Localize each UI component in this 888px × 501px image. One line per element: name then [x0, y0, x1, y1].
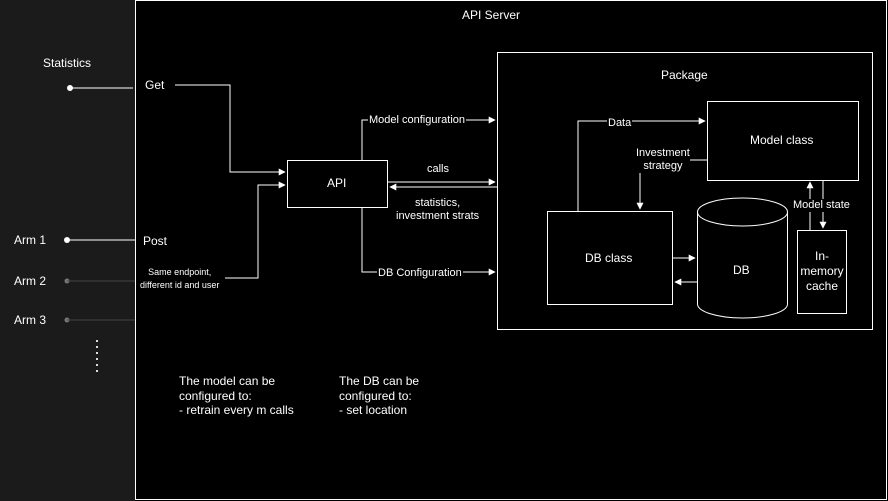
- post-edge: [225, 181, 286, 279]
- arm1-edge: [64, 237, 135, 243]
- same-endpoint-label: Same endpoint, different id and user: [140, 266, 220, 292]
- calls-label: calls: [427, 163, 450, 175]
- post-label: Post: [141, 234, 170, 249]
- more-arms-ellipsis: [96, 340, 98, 376]
- cache-label: In- memory cache: [800, 249, 844, 293]
- statistics-strats-label: statistics, investment strats: [396, 197, 480, 222]
- arm2-edge: [64, 278, 135, 284]
- investment-strategy-label: Investment strategy: [636, 147, 690, 173]
- arm-1-label: Arm 1: [14, 233, 47, 247]
- api-label: API: [327, 176, 347, 190]
- cache-node: [797, 230, 847, 314]
- package-title: Package: [661, 68, 708, 82]
- model-class-label: Model class: [750, 133, 814, 147]
- db-label: DB: [733, 263, 750, 277]
- api-server-title: API Server: [462, 8, 521, 22]
- model-configuration-label: Model configuration: [368, 114, 467, 128]
- package-container: [497, 52, 873, 330]
- statistics-label: Statistics: [43, 56, 92, 70]
- model-state-label: Model state: [792, 199, 851, 213]
- model-config-note: The model can be configured to: - retrai…: [179, 374, 294, 417]
- api-server-container: [135, 0, 887, 500]
- get-edge: [175, 84, 286, 176]
- db-class-label: DB class: [585, 251, 633, 265]
- data-edge: [577, 117, 706, 211]
- arm-2-label: Arm 2: [14, 274, 47, 288]
- arm-3-label: Arm 3: [14, 313, 47, 327]
- api-node: [287, 160, 388, 208]
- client-panel: [0, 0, 135, 501]
- arm3-edge: [64, 317, 135, 323]
- statistics-edge: [67, 85, 133, 91]
- db-cylinder: [697, 197, 788, 319]
- data-label: Data: [607, 117, 633, 131]
- db-config-note: The DB can be configured to: - set locat…: [339, 374, 420, 417]
- db-configuration-label: DB Configuration: [377, 267, 463, 281]
- model-class-node: [707, 101, 859, 181]
- get-label: Get: [143, 78, 167, 93]
- db-class-node: [547, 211, 673, 305]
